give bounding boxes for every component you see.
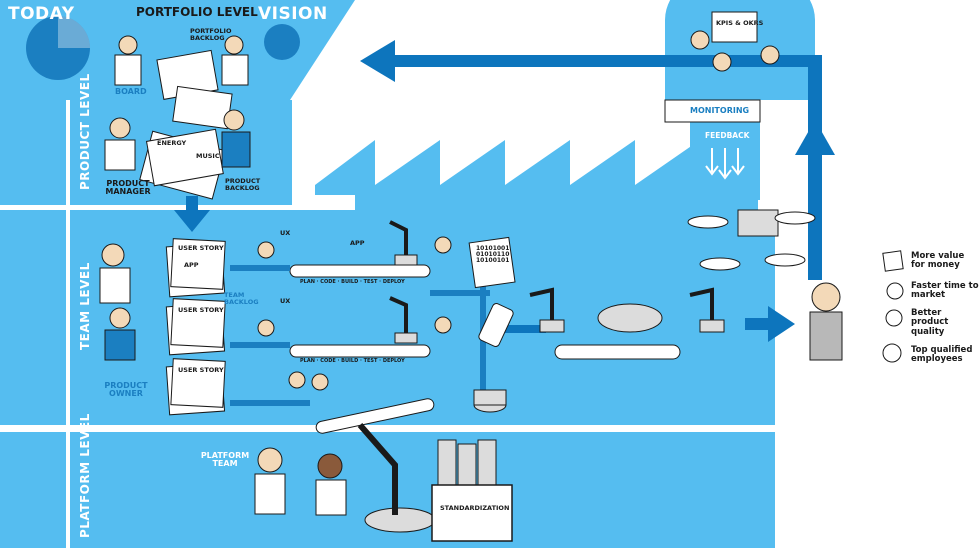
product-backlog-papers [139, 128, 226, 200]
pipeline-label-1: Plan · Code · Build · Test · Deploy [300, 279, 405, 285]
kpis-okrs-label: KPIs & OKRs [716, 19, 764, 27]
user-story-label-1: User Story [178, 244, 224, 252]
flow-arrow [745, 306, 795, 342]
benefit-employees: Top qualified employees [885, 345, 980, 368]
energy-card-label: Energy [157, 139, 187, 147]
product-owner-label: Product Owner [104, 381, 148, 398]
music-card-label: Music [196, 152, 220, 160]
vision-label: Vision [258, 4, 328, 24]
kpi-board [711, 11, 758, 43]
delivery-drone [687, 209, 816, 271]
platform-team-label: Platform Team [200, 451, 250, 468]
board-label: Board [115, 87, 147, 96]
assembled-product [597, 303, 663, 333]
platform-level-area [70, 432, 775, 548]
team-backlog-label: Team Backlog [224, 291, 259, 306]
money-icon [885, 252, 907, 274]
vision-globe-icon [264, 24, 300, 60]
today-pie-chart [26, 16, 90, 80]
people-figures [99, 30, 843, 516]
team-level-sidebar [0, 210, 66, 425]
portfolio-backlog-papers [156, 49, 233, 130]
benefit-text: Better product quality [911, 308, 949, 337]
clock-icon [885, 282, 907, 304]
product-level-label: Product Level [78, 73, 92, 190]
award-icon [885, 309, 907, 331]
today-label: Today [8, 4, 75, 24]
feedback-label: Feedback [705, 131, 750, 140]
benefit-quality: Better product quality [885, 308, 980, 337]
monitoring-label: Monitoring [690, 106, 750, 115]
user-story-label-3: User Story [178, 366, 224, 374]
team-level-label: Team Level [78, 262, 92, 350]
benefit-text: More value for money [911, 251, 965, 271]
portfolio-backlog-label: Portfolio Backlog [190, 27, 232, 42]
ux-label-2: UX [280, 297, 291, 305]
robot-arms [357, 220, 725, 533]
assembly-label: Assembly [585, 347, 632, 356]
app-story-label: App [184, 261, 199, 269]
portfolio-level-label: Portfolio Level [136, 5, 258, 19]
monitoring-area [665, 0, 815, 100]
ux-label-1: UX [280, 229, 291, 237]
user-story-stacks [165, 238, 226, 416]
portfolio-level-area [0, 0, 355, 100]
benefit-value: More value for money [885, 251, 980, 274]
battery-icon [478, 303, 514, 347]
people-icon [885, 346, 907, 368]
benefit-text: Faster time to market [911, 281, 979, 301]
binary-label: 10101001 01010110 10100101 [476, 245, 510, 264]
product-manager-label: Product Manager [105, 179, 151, 196]
app-label: App [350, 239, 365, 247]
benefit-speed: Faster time to market [885, 281, 980, 304]
standardization-box [431, 439, 513, 542]
conveyor-belts [230, 250, 681, 434]
product-backlog-label: Product Backlog [225, 177, 261, 192]
standardization-label: Standardization [440, 504, 510, 512]
feedback-arrows-icon [705, 148, 745, 180]
user-story-label-2: User Story [178, 306, 224, 314]
down-arrow [174, 196, 210, 232]
product-level-sidebar [0, 100, 66, 205]
benefit-text: Top qualified employees [911, 345, 973, 365]
pipeline-label-2: Plan · Code · Build · Test · Deploy [300, 358, 405, 364]
platform-level-label: Platform Level [78, 413, 92, 538]
binary-sheet [468, 236, 516, 289]
platform-level-sidebar [0, 432, 66, 548]
benefit-icons [882, 250, 904, 363]
